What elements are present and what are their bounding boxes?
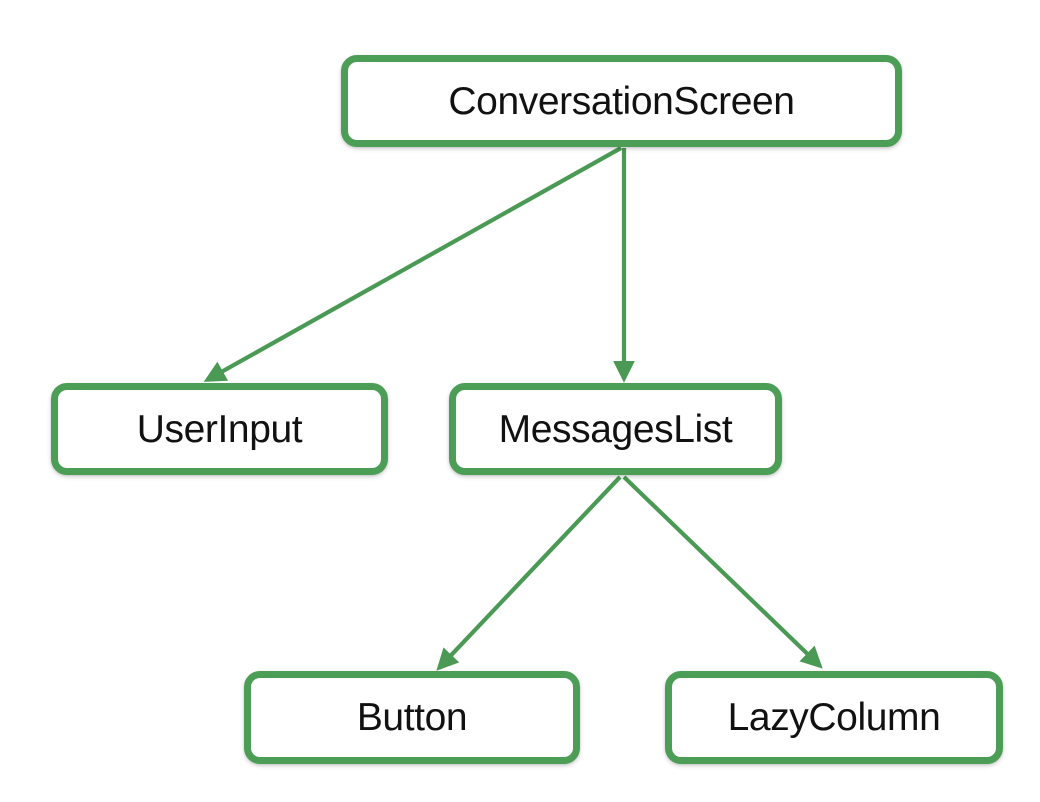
- edge-messageslist-button: [436, 475, 622, 671]
- node-conversationscreen[interactable]: ConversationScreen: [341, 55, 902, 147]
- node-messageslist[interactable]: MessagesList: [449, 383, 782, 475]
- node-lazycolumn[interactable]: LazyColumn: [665, 671, 1003, 764]
- node-button[interactable]: Button: [244, 671, 580, 764]
- node-label: ConversationScreen: [448, 79, 795, 123]
- node-userinput[interactable]: UserInput: [51, 383, 388, 475]
- edge-messageslist-lazycolumn: [622, 475, 823, 669]
- node-label: UserInput: [136, 407, 303, 451]
- node-label: MessagesList: [498, 407, 733, 451]
- edge-conversationscreen-userinput: [203, 146, 623, 382]
- node-label: Button: [356, 696, 468, 739]
- node-label: LazyColumn: [727, 696, 941, 739]
